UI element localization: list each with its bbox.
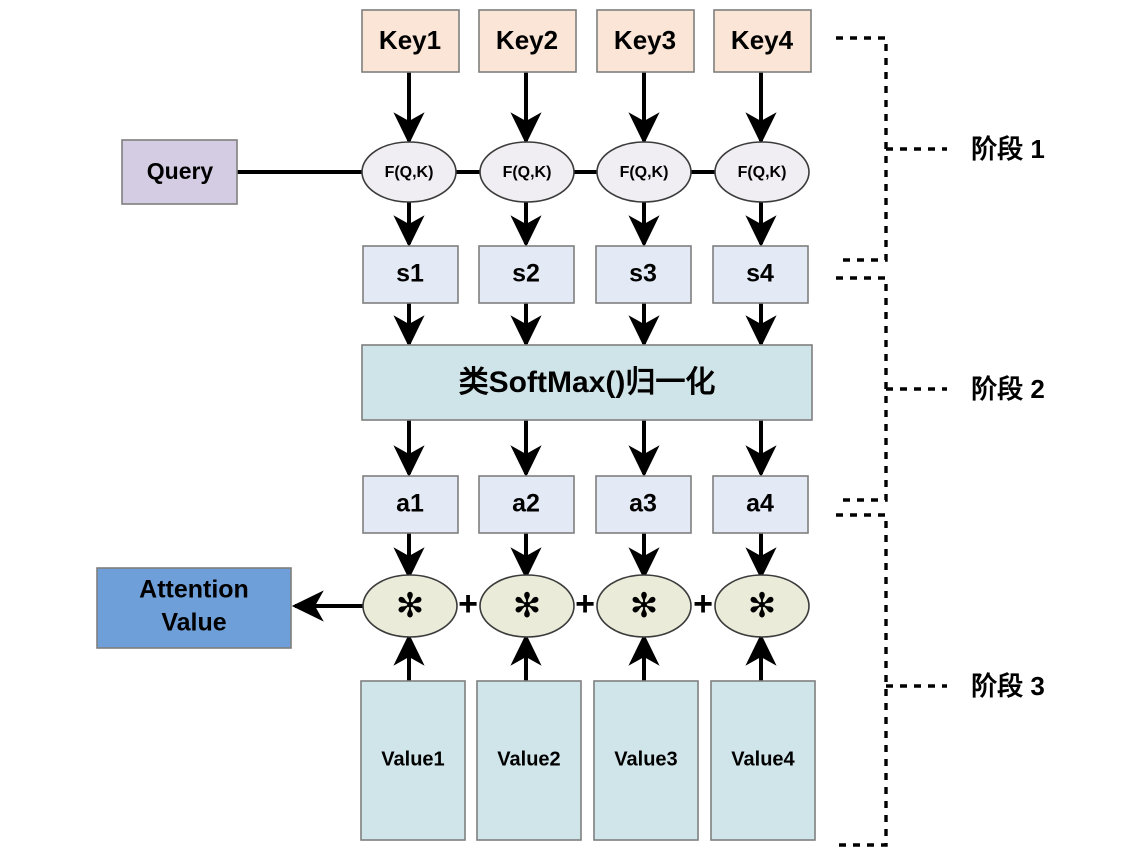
value-box-4: Value4 [710,680,816,841]
similarity-node-1: F(Q,K) [361,141,457,203]
weight-1-label: a1 [396,490,424,518]
score-box-3: s3 [595,245,692,304]
attention-value-line2: Value [161,609,226,637]
multiply-node-2-label: ✻ [513,587,542,625]
softmax-label: 类SoftMax()归一化 [459,366,716,399]
similarity-node-2: F(Q,K) [479,141,575,203]
multiply-node-4: ✻ [714,574,810,638]
stage-2-label: 阶段 2 [971,374,1045,404]
multiply-node-3: ✻ [596,574,692,638]
weight-box-1: a1 [362,475,459,534]
score-3-label: s3 [629,260,657,288]
value-box-3: Value3 [593,680,699,841]
weight-box-4: a4 [712,475,809,534]
similarity-node-3: F(Q,K) [596,141,692,203]
key-box-1: Key1 [361,9,460,73]
multiply-node-2: ✻ [479,574,575,638]
weight-box-2: a2 [478,475,575,534]
similarity-node-4-label: F(Q,K) [738,164,787,181]
key-box-3: Key3 [596,9,695,73]
weight-box-3: a3 [595,475,692,534]
similarity-node-3-label: F(Q,K) [620,164,669,181]
softmax-box: 类SoftMax()归一化 [361,344,813,421]
multiply-node-4-label: ✻ [748,587,777,625]
stage-bracket-2 [836,276,947,502]
score-box-2: s2 [478,245,575,304]
score-box-4: s4 [712,245,809,304]
multiply-node-1-label: ✻ [396,587,425,625]
key-box-2: Key2 [478,9,577,73]
similarity-node-2-label: F(Q,K) [503,164,552,181]
value-1-label: Value1 [381,748,444,770]
stage-bracket-3 [836,513,947,847]
score-box-1: s1 [362,245,459,304]
key-2-label: Key2 [496,25,558,55]
value-box-1: Value1 [360,680,466,841]
value-box-2: Value2 [476,680,582,841]
stage-bracket-1 [836,36,947,262]
query-label: Query [147,158,214,184]
plus-sign-3: + [693,585,713,623]
multiply-node-1: ✻ [362,574,458,638]
plus-sign-1: + [458,585,478,623]
stage-1-label: 阶段 1 [971,134,1045,164]
key-box-4: Key4 [713,9,812,73]
score-2-label: s2 [512,260,540,288]
weight-4-label: a4 [746,490,774,518]
value-4-label: Value4 [731,748,795,770]
query-box: Query [121,139,238,205]
key-1-label: Key1 [379,25,441,55]
weight-2-label: a2 [512,490,540,518]
score-1-label: s1 [396,260,424,288]
value-2-label: Value2 [497,748,560,770]
attention-value-box: Attention Value [96,567,292,649]
attention-value-line1: Attention [139,576,249,604]
multiply-node-3-label: ✻ [630,587,659,625]
value-3-label: Value3 [614,748,677,770]
score-4-label: s4 [746,260,774,288]
similarity-node-1-label: F(Q,K) [385,164,434,181]
similarity-node-4: F(Q,K) [714,141,810,203]
key-3-label: Key3 [614,25,676,55]
weight-3-label: a3 [629,490,657,518]
stage-3-label: 阶段 3 [971,671,1045,701]
key-4-label: Key4 [731,25,794,55]
plus-sign-2: + [575,585,595,623]
